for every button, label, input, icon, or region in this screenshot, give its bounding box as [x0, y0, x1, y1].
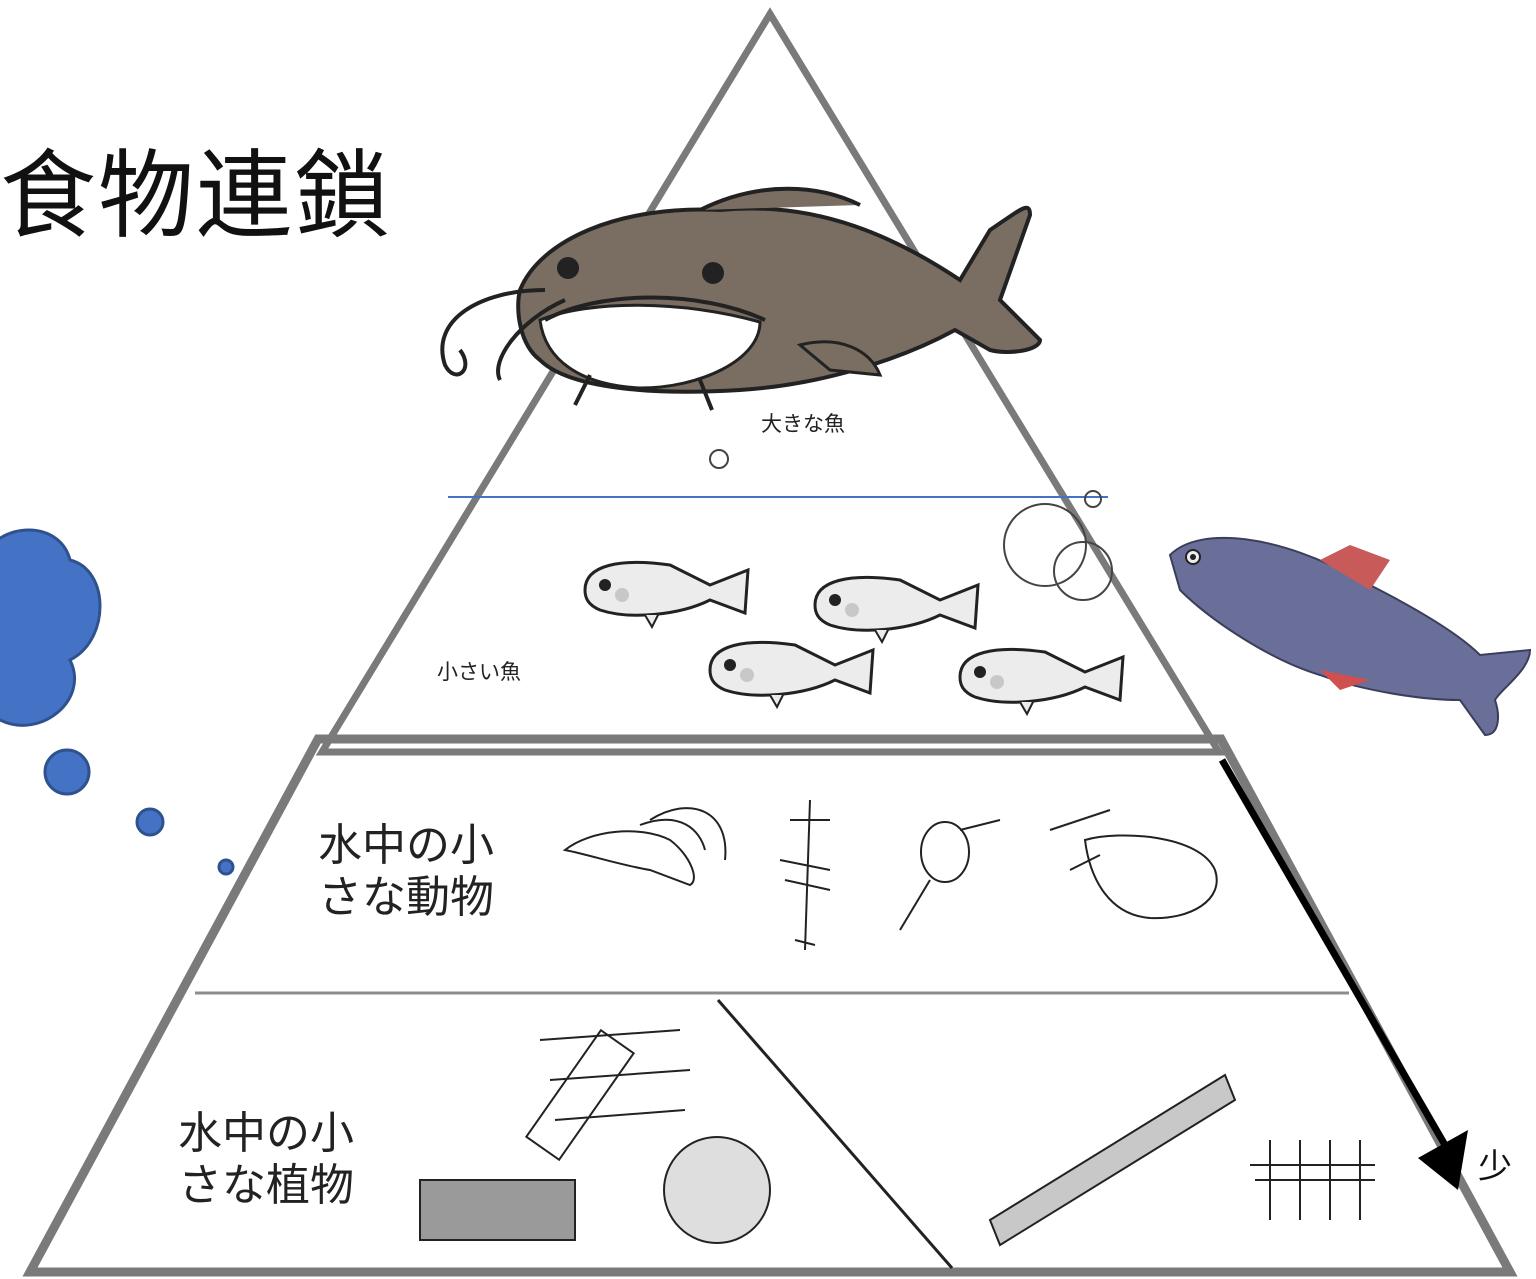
- label-small-fish: 小さい魚: [437, 660, 521, 684]
- label-small-plants: 水中の小 さな植物: [178, 1108, 354, 1212]
- small-fish-3: [708, 640, 875, 710]
- thought-cloud: [0, 528, 235, 876]
- catfish-illustration: [440, 186, 1043, 411]
- page-title: 食物連鎖: [0, 140, 392, 252]
- bitterling-photo: [1168, 536, 1532, 737]
- small-fish-4: [958, 647, 1125, 717]
- water-bubbles: [709, 449, 1113, 601]
- label-small-plants-line1: 水中の小: [178, 1108, 354, 1159]
- label-big-fish: 大きな魚: [761, 412, 845, 436]
- label-small-plants-line2: さな植物: [178, 1160, 354, 1211]
- small-fish-1: [583, 560, 750, 630]
- thought-bubble-large: [43, 748, 91, 796]
- pyramid-top: [315, 7, 1226, 756]
- thought-bubble-small: [217, 858, 235, 876]
- label-small-animals-line2: さな動物: [318, 872, 494, 923]
- decrease-arrow: [1218, 758, 1468, 1190]
- arrow-label: 少: [1478, 1147, 1512, 1187]
- small-fish-2: [813, 575, 980, 645]
- label-small-animals: 水中の小 さな動物: [318, 820, 494, 924]
- tier-divider-diagonal: [716, 999, 954, 1269]
- phytoplankton-illustration: [419, 1028, 1375, 1247]
- label-small-animals-line1: 水中の小: [318, 820, 494, 871]
- small-fish-illustration: [583, 560, 1125, 717]
- zooplankton-illustration: [562, 799, 1218, 951]
- thought-bubble-medium: [135, 807, 165, 837]
